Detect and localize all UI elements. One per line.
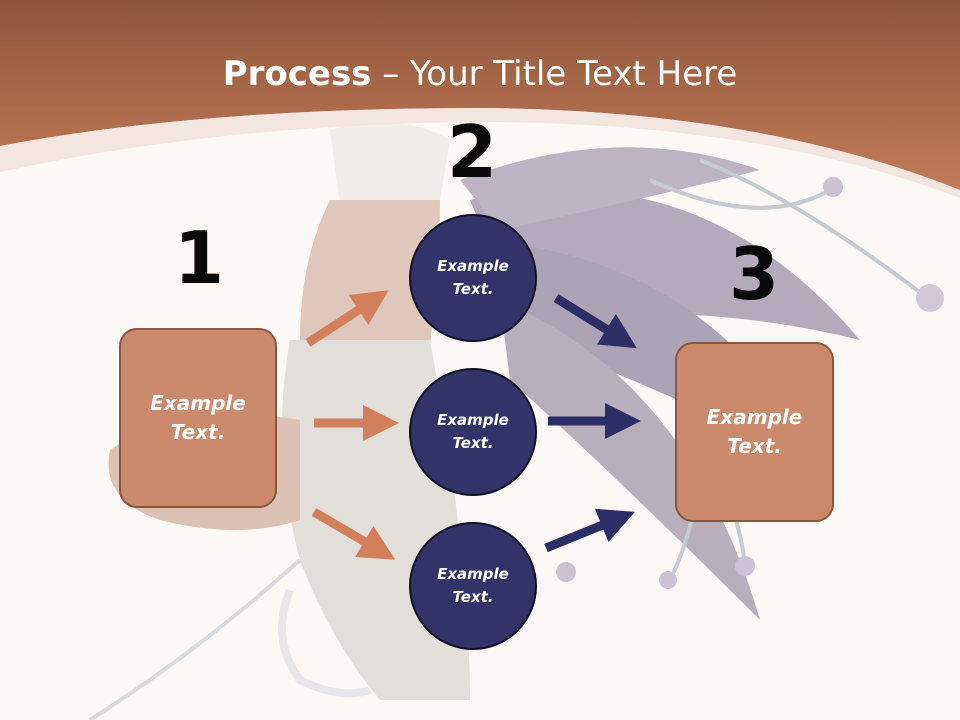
arrow-box1-to-circle1 xyxy=(305,290,389,347)
title-rest: – Your Title Text Here xyxy=(371,54,738,94)
step-3-text: Example Text. xyxy=(706,405,803,458)
step-2-circle-1-text: Example Text. xyxy=(437,257,509,298)
step-1-box: Example Text. xyxy=(119,328,277,508)
arrow-circle3-to-box3 xyxy=(544,508,636,553)
step-2-circle-1: Example Text. xyxy=(409,214,537,342)
step-number-1: 1 xyxy=(173,216,225,300)
header-swoosh xyxy=(0,108,960,198)
step-number-2: 2 xyxy=(446,110,498,194)
step-3-box: Example Text. xyxy=(675,342,834,522)
step-2-circle-3: Example Text. xyxy=(409,522,537,650)
arrow-box1-to-circle3 xyxy=(311,508,396,560)
step-2-circle-2-text: Example Text. xyxy=(437,411,509,452)
slide-title: Process – Your Title Text Here xyxy=(0,52,960,96)
arrow-circle1-to-box3 xyxy=(553,294,637,349)
title-bold: Process xyxy=(222,54,372,94)
step-1-text: Example Text. xyxy=(150,391,246,444)
header-band xyxy=(0,0,960,190)
step-2-circle-2: Example Text. xyxy=(409,368,537,496)
step-2-circle-3-text: Example Text. xyxy=(437,565,509,606)
step-number-3: 3 xyxy=(728,232,780,316)
